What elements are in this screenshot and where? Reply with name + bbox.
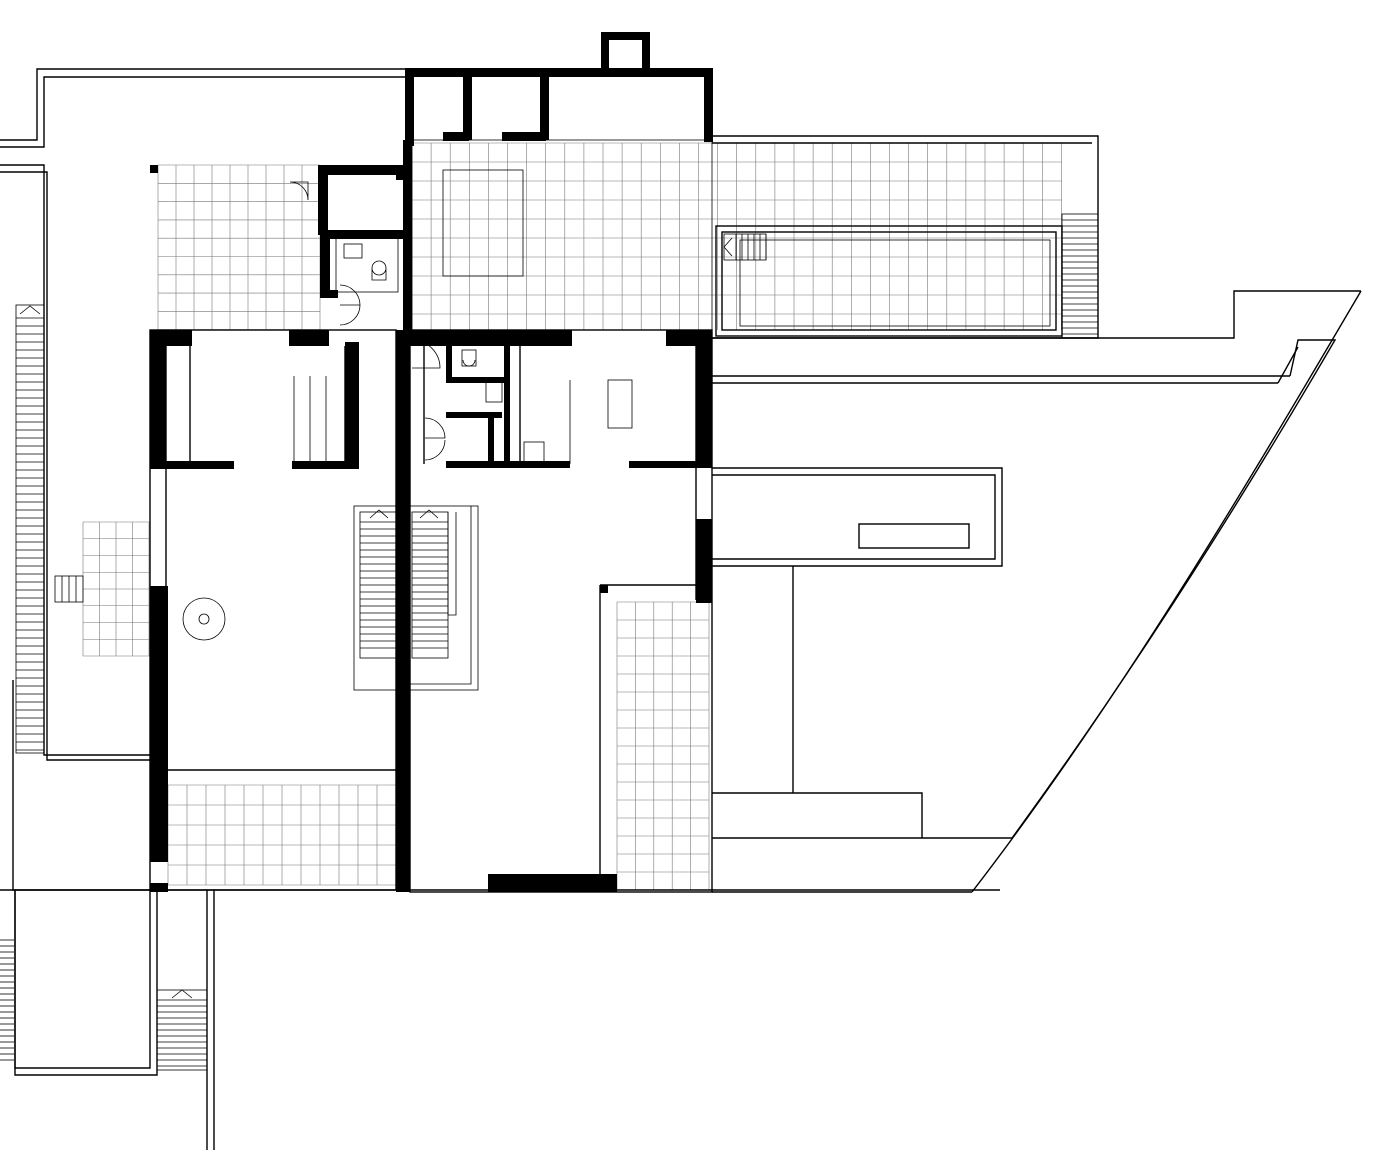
round-table: [182, 597, 226, 641]
south-stairs: [156, 989, 208, 1071]
west-courtyard: [157, 164, 321, 331]
west-stairs: [15, 304, 45, 754]
north-terrace: [411, 142, 1062, 330]
pool-steps: [723, 233, 767, 261]
bathroom-west: [335, 235, 399, 293]
site-outline: [0, 68, 1362, 1150]
east-terrace: [616, 601, 710, 891]
south-terrace: [167, 784, 397, 886]
doors: [289, 181, 446, 461]
walls: [150, 32, 713, 892]
west-patio: [82, 521, 150, 657]
swimming-pool: [715, 225, 1063, 337]
central-staircase: [353, 505, 479, 691]
south-west-stairs: [0, 939, 14, 1061]
west-stair-step: [54, 575, 84, 603]
east-stairs: [1061, 213, 1099, 339]
bathroom-east: [461, 349, 503, 403]
